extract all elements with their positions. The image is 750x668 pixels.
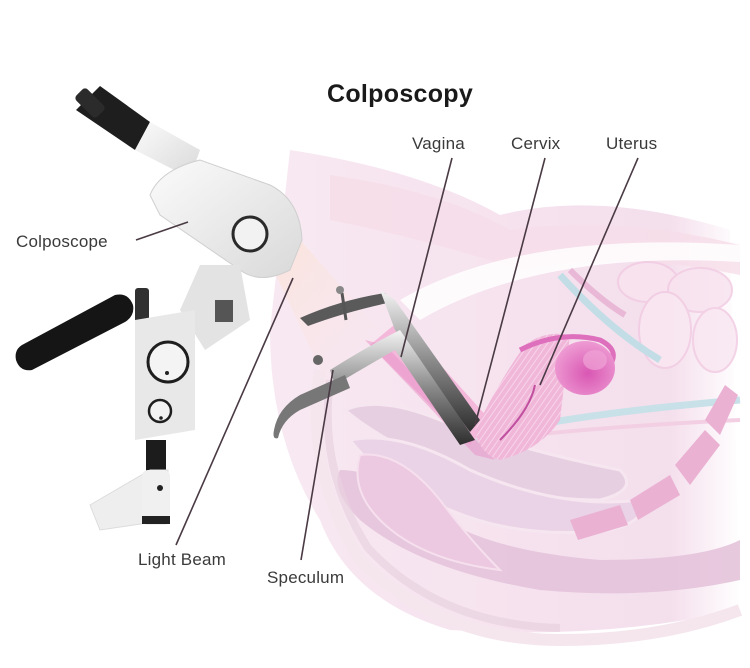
- label-colposcope: Colposcope: [16, 232, 108, 251]
- colposcope-leader: [135, 221, 189, 241]
- label-speculum: Speculum: [267, 568, 345, 587]
- diagram-title: Colposcopy: [327, 80, 474, 108]
- label-uterus: Uterus: [606, 134, 658, 153]
- intestines: [617, 261, 738, 373]
- label-vagina: Vagina: [412, 134, 465, 153]
- label-light-beam: Light Beam: [138, 550, 226, 569]
- speculum: [273, 286, 480, 445]
- speculum-leader: [300, 369, 334, 561]
- label-cervix: Cervix: [511, 134, 561, 153]
- uterus-leader: [539, 157, 639, 386]
- cervix-leader: [474, 157, 546, 426]
- uterus: [475, 333, 616, 460]
- leader-lines: [135, 157, 639, 561]
- colposcope: [15, 86, 303, 531]
- eyepiece: [75, 86, 200, 178]
- pelvic-anatomy: [270, 150, 743, 647]
- sacrum: [570, 385, 738, 540]
- handle: [15, 288, 149, 371]
- vagina-leader: [400, 157, 453, 358]
- light-beam-leader: [175, 277, 294, 546]
